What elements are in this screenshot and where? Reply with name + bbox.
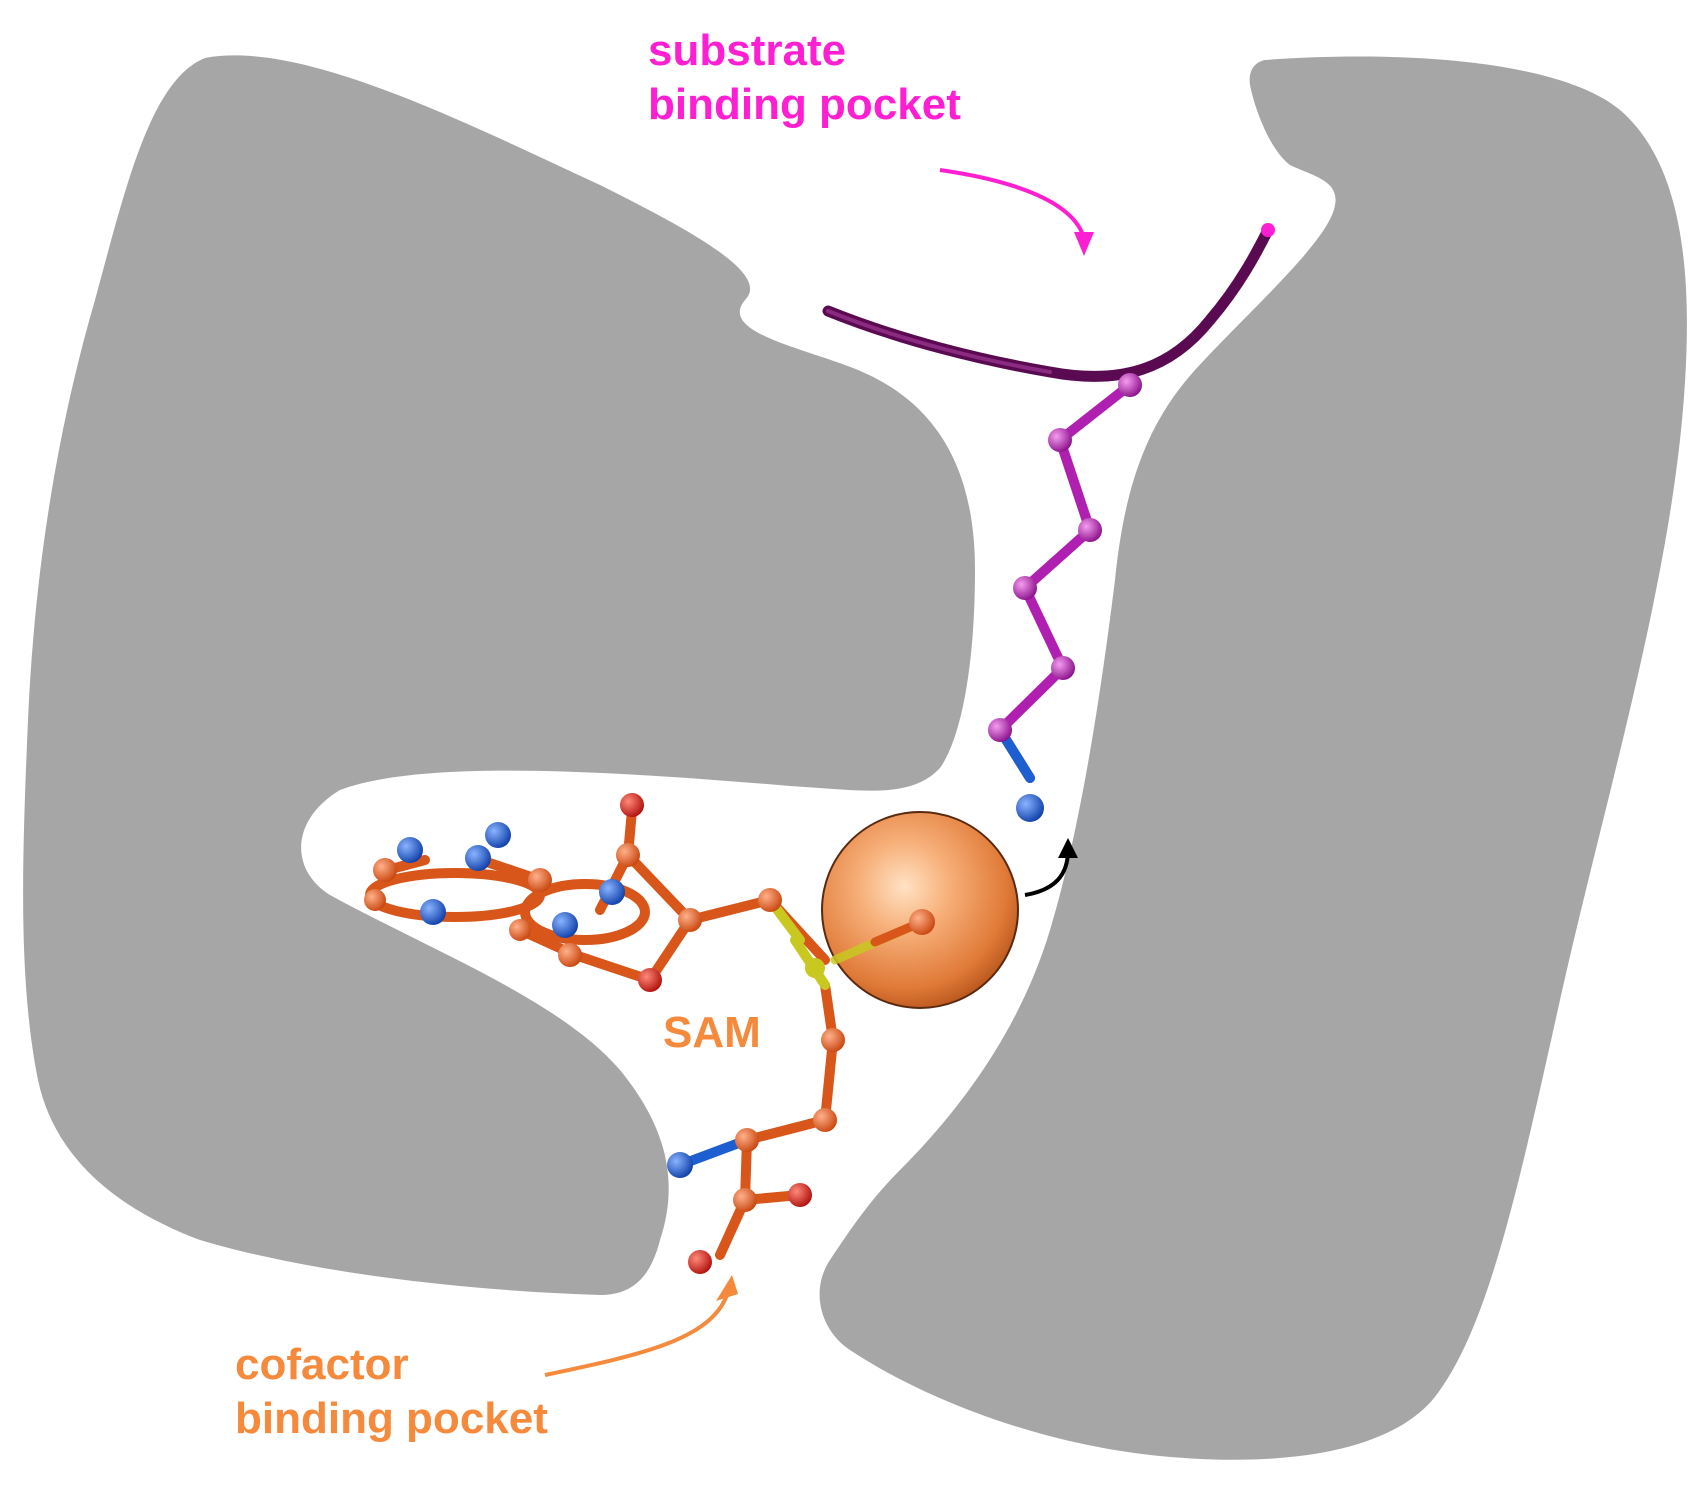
protein-surface-left [23, 55, 976, 1296]
sam-carbon-atom [813, 1108, 837, 1132]
sam-carbon-atom [558, 943, 582, 967]
methyl-sphere-icon [821, 811, 1019, 1009]
sam-oxygen-atom [688, 1250, 712, 1274]
sam-carbon-atom [509, 919, 531, 941]
sam-nitrogen-atom [397, 837, 423, 863]
sam-oxygen-atom [638, 968, 662, 992]
cofactor-pocket-arrow [544, 1275, 738, 1377]
sam-nitrogen-atom [599, 879, 625, 905]
methyl-transfer-arrow [1024, 838, 1078, 897]
sam-label-text: SAM [663, 1008, 761, 1057]
sam-carbon-atom [678, 908, 702, 932]
substrate-backbone [822, 223, 1275, 382]
substrate-atom [1013, 576, 1037, 600]
sam-oxygen-atom [620, 793, 644, 817]
substrate-atom [1118, 373, 1142, 397]
sam-nitrogen-atom [465, 845, 491, 871]
substrate-nitrogen-atom [1016, 794, 1044, 822]
backbone-terminus-atom [1261, 223, 1275, 237]
sam-carbon-atom [821, 1028, 845, 1052]
sam-carbon-atom [733, 1188, 757, 1212]
substrate-lysine-sidechain [988, 373, 1142, 822]
sam-carbon-atom [758, 888, 782, 912]
sam-carbon-atom [373, 858, 397, 882]
cofactor-pocket-label: cofactor binding pocket [235, 1338, 548, 1445]
sam-carbon-atom [735, 1128, 759, 1152]
sam-carbon-atom [616, 843, 640, 867]
sam-carbon-atom [364, 889, 386, 911]
sam-sulfur-atom [805, 958, 825, 978]
cofactor-pocket-label-line2: binding pocket [235, 1393, 548, 1443]
substrate-pocket-label: substrate binding pocket [648, 24, 961, 131]
substrate-atom [988, 718, 1012, 742]
protein-surface-right [819, 56, 1687, 1460]
substrate-pocket-label-line1: substrate [648, 26, 847, 75]
substrate-atom [1048, 428, 1072, 452]
sam-nitrogen-atom [552, 912, 578, 938]
sam-label: SAM [663, 1006, 761, 1060]
sam-nitrogen-atom [667, 1152, 693, 1178]
sam-cofactor [364, 793, 845, 1274]
substrate-atom [1051, 656, 1075, 680]
substrate-atom [1078, 518, 1102, 542]
sam-carbon-atom [528, 868, 552, 892]
substrate-pocket-label-line2: binding pocket [648, 79, 961, 129]
sam-oxygen-atom [788, 1183, 812, 1207]
sam-nitrogen-atom [485, 822, 511, 848]
sam-nitrogen-atom [420, 899, 446, 925]
cofactor-pocket-label-line1: cofactor [235, 1340, 409, 1389]
substrate-pocket-arrow [939, 168, 1094, 256]
